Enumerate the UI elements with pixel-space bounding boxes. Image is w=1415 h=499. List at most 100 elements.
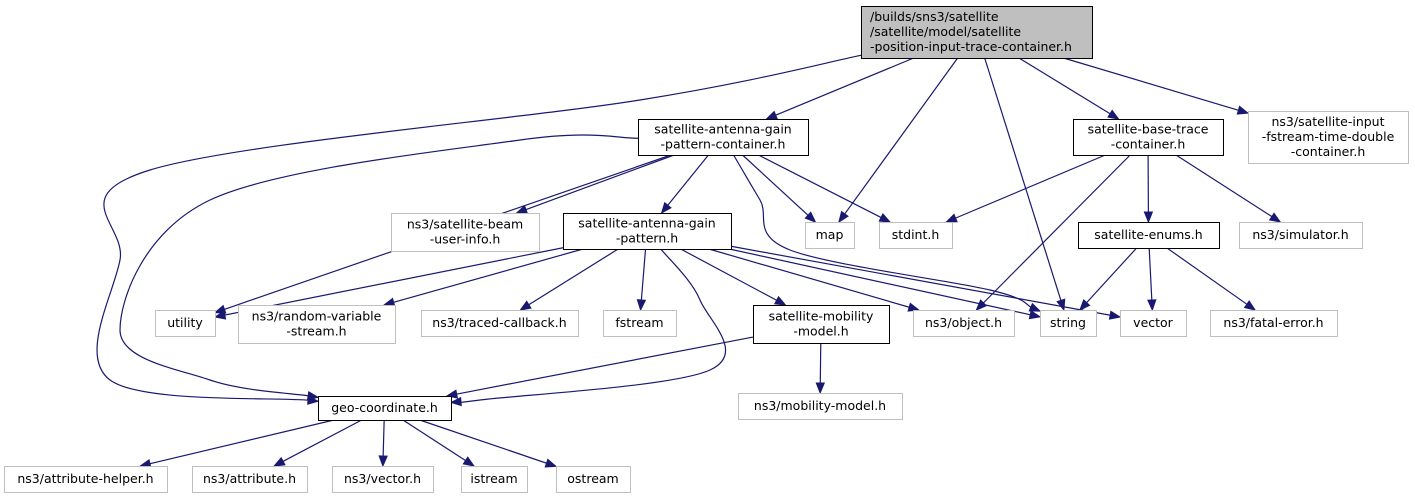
edge-antenna-gain-pattern-container-to-stdint [758, 154, 892, 223]
edge-line [1148, 247, 1153, 302]
edge-line [730, 245, 1112, 316]
node-box [332, 466, 434, 493]
node-ostream: ostream [556, 466, 631, 493]
edge-line [1085, 247, 1138, 304]
edge-arrowhead [636, 299, 647, 312]
edge-line [455, 336, 754, 395]
node-label-line: -pattern-container.h [661, 137, 786, 152]
node-label-line: geo-coordinate.h [331, 400, 438, 415]
node-label-line: -position-input-trace-container.h [870, 39, 1072, 54]
edge-line [954, 154, 1106, 220]
edge-geo-coordinate-to-ostream [419, 419, 558, 468]
edge-mobility-model-to-ns3-mobility-model [815, 342, 826, 395]
edge-line [402, 419, 467, 462]
node-box [1078, 222, 1220, 249]
node-box [4, 466, 168, 493]
edge-arrowhead [660, 201, 672, 215]
edge-antenna-gain-pattern-container-to-geo-coordinate [119, 134, 639, 401]
node-box [805, 222, 855, 249]
node-box [391, 213, 540, 252]
node-box [421, 310, 579, 337]
node-label-line: -user-info.h [430, 232, 501, 247]
edge-line [524, 154, 675, 211]
node-geo-coordinate[interactable]: geo-coordinate.h [318, 396, 452, 421]
edge-line [758, 154, 883, 219]
node-input-fstream: ns3/satellite-input-fstream-time-double-… [1248, 111, 1409, 164]
node-box [461, 466, 528, 493]
node-istream: istream [461, 466, 528, 493]
node-satellite-enums[interactable]: satellite-enums.h [1078, 222, 1220, 249]
node-label-line: satellite-antenna-gain [654, 122, 791, 137]
node-label-line: -container.h [1111, 137, 1186, 152]
node-label-line: satellite-mobility [769, 309, 874, 324]
node-label-line: ns3/object.h [925, 315, 1002, 330]
edges-layer [96, 54, 1282, 469]
node-base-trace-container[interactable]: satellite-base-trace-container.h [1073, 119, 1224, 156]
node-label-line: -stream.h [286, 324, 346, 339]
edge-line [680, 248, 778, 302]
edge-arrowhead [273, 456, 286, 467]
node-label-line: -container.h [1291, 144, 1366, 159]
edge-line [419, 419, 548, 465]
node-vector: vector [1120, 310, 1187, 337]
node-label-line: ns3/fatal-error.h [1223, 315, 1323, 330]
edge-base-trace-container-to-stdint [945, 154, 1106, 223]
edge-antenna-gain-pattern-to-utility [213, 247, 564, 320]
node-attribute-helper: ns3/attribute-helper.h [4, 466, 168, 493]
edge-arrowhead [975, 299, 988, 311]
edge-line [982, 154, 1131, 305]
node-box [861, 6, 1093, 59]
node-label-line: string [1050, 315, 1086, 330]
node-box [603, 310, 677, 337]
node-label-line: ns3/simulator.h [1252, 227, 1348, 242]
edge-line [843, 57, 959, 216]
edge-geo-coordinate-to-ns3-vector [378, 419, 388, 468]
edge-root-to-antenna-gain-pattern-container [765, 57, 914, 120]
edge-root-to-base-trace-container [1018, 57, 1120, 120]
edge-arrowhead [1108, 310, 1122, 320]
node-antenna-gain-pattern-container[interactable]: satellite-antenna-gain-pattern-container… [638, 119, 809, 156]
edge-arrowhead [765, 110, 778, 120]
edge-line [742, 154, 810, 217]
edge-arrowhead [1268, 212, 1282, 223]
edge-arrowhead [1243, 300, 1257, 311]
node-label-line: ns3/traced-callback.h [432, 315, 566, 330]
node-fstream: fstream [603, 310, 677, 337]
node-box [1210, 310, 1338, 337]
node-box [155, 310, 216, 337]
node-mobility-model[interactable]: satellite-mobility-model.h [753, 305, 890, 344]
node-label-line: -fstream-time-double [1262, 129, 1395, 144]
edge-line [527, 248, 619, 306]
edge-line [148, 419, 335, 465]
edge-line [1063, 57, 1240, 112]
edge-arrowhead [1028, 302, 1042, 312]
edge-geo-coordinate-to-attribute-helper [138, 419, 335, 469]
edge-arrowhead [878, 213, 892, 223]
node-label-line: ns3/vector.h [344, 471, 421, 486]
node-box [738, 393, 903, 420]
edge-line [708, 248, 911, 309]
node-ns3-mobility-model: ns3/mobility-model.h [738, 393, 903, 420]
edge-line [96, 54, 862, 401]
node-box [1073, 119, 1224, 156]
node-box [1120, 310, 1187, 337]
node-utility: utility [155, 310, 216, 337]
node-label-line: ns3/mobility-model.h [754, 398, 886, 413]
node-root[interactable]: /builds/sns3/satellite/satellite/model/s… [861, 6, 1093, 59]
edge-line [223, 247, 564, 316]
node-beam-user-info: ns3/satellite-beam-user-info.h [391, 213, 540, 252]
edge-root-to-string [984, 57, 1066, 312]
node-antenna-gain-pattern[interactable]: satellite-antenna-gain-pattern.h [563, 213, 732, 250]
edge-arrowhead [815, 382, 826, 395]
node-box [192, 466, 308, 493]
node-box [913, 310, 1015, 337]
edge-arrowhead [462, 456, 476, 467]
node-label-line: stdint.h [892, 227, 940, 242]
edge-line [729, 248, 1032, 316]
node-random-variable: ns3/random-variable-stream.h [238, 305, 396, 344]
edge-satellite-enums-to-fatal-error [1166, 247, 1257, 311]
node-label-line: ns3/satellite-input [1271, 114, 1384, 129]
edge-arrowhead [1143, 211, 1154, 224]
node-attribute: ns3/attribute.h [192, 466, 308, 493]
edge-antenna-gain-pattern-container-to-antenna-gain-pattern [660, 154, 709, 215]
